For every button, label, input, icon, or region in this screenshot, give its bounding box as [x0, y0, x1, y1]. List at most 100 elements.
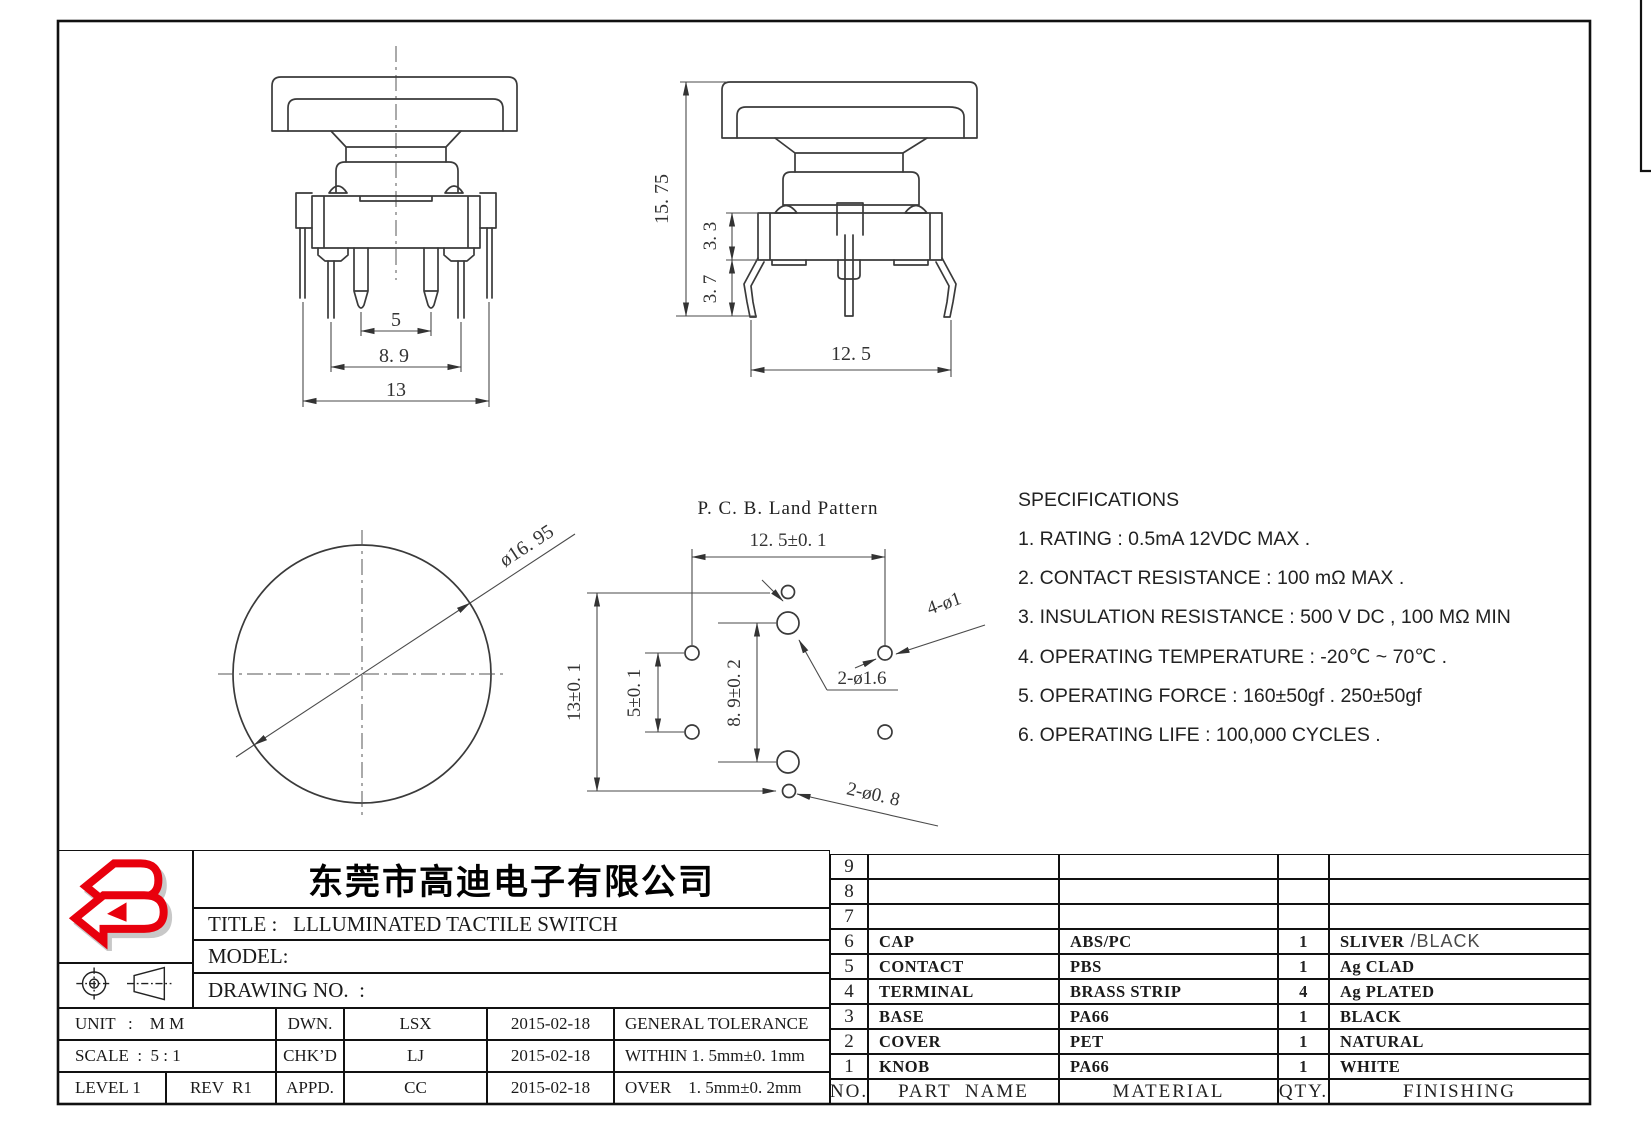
land-dim-width: 12. 5±0. 1 — [750, 530, 827, 551]
part-no: 2 — [830, 1029, 868, 1054]
part-finishing: WHITE — [1329, 1054, 1590, 1079]
header-no: NO. — [830, 1079, 868, 1104]
side-view: 15. 75 3. 3 3. 7 12. 5 — [651, 81, 978, 377]
part-no: 6 — [830, 929, 868, 954]
part-material: PET — [1059, 1029, 1278, 1054]
part-material: ABS/PC — [1059, 929, 1278, 954]
rev-cell: REV R1 — [166, 1072, 276, 1104]
adjacent-sheet-corner — [1639, 0, 1651, 173]
part-material — [1059, 904, 1278, 929]
logo-inner-arrow-icon — [107, 902, 127, 922]
top-view-circle: ø16. 95 — [218, 520, 576, 818]
part-qty: 1 — [1278, 1054, 1329, 1079]
spec-item: 2. CONTACT RESISTANCE : 100 mΩ MAX . — [1018, 567, 1405, 589]
part-name — [868, 904, 1059, 929]
part-no: 5 — [830, 954, 868, 979]
model-row: MODEL: — [193, 940, 830, 973]
spec-item: 4. OPERATING TEMPERATURE : -20℃ ~ 70℃ . — [1018, 646, 1448, 668]
unit-cell: UNIT : M M — [58, 1008, 276, 1040]
spec-item: 6. OPERATING LIFE : 100,000 CYCLES . — [1018, 724, 1381, 746]
land-label-holes-0-8: 2-ø0. 8 — [845, 778, 902, 811]
part-name — [868, 879, 1059, 904]
projection-symbol-cell — [58, 963, 193, 1008]
spec-item: 3. INSULATION RESISTANCE : 500 V DC , 10… — [1018, 606, 1511, 628]
part-finishing — [1329, 879, 1590, 904]
part-no: 8 — [830, 879, 868, 904]
pcb-land-pattern: P. C. B. Land Pattern 12. 5±0. 1 13±0. 1… — [564, 498, 986, 827]
company-name: 东莞市高迪电子有限公司 — [193, 850, 830, 908]
chkd-value: LJ — [344, 1040, 487, 1072]
part-finishing — [1329, 854, 1590, 879]
part-no: 4 — [830, 979, 868, 1004]
info-row-3: LEVEL 1 REV R1 APPD. CC 2015-02-18 OVER … — [58, 1072, 830, 1104]
part-name: CONTACT — [868, 954, 1059, 979]
front-view: 5 8. 9 13 — [271, 46, 518, 407]
land-pattern-holes — [684, 584, 893, 799]
info-row-1: UNIT : M M DWN. LSX 2015-02-18 GENERAL T… — [58, 1008, 830, 1040]
part-finishing: SLIVER /BLACK — [1329, 929, 1590, 954]
part-name: CAP — [868, 929, 1059, 954]
part-name: KNOB — [868, 1054, 1059, 1079]
tolerance-title: GENERAL TOLERANCE — [614, 1008, 830, 1040]
chkd-date: 2015-02-18 — [487, 1040, 614, 1072]
finishing-main: SLIVER — [1340, 931, 1405, 951]
side-dim-height: 15. 75 — [651, 174, 673, 224]
part-material: PA66 — [1059, 1004, 1278, 1029]
appd-date: 2015-02-18 — [487, 1072, 614, 1104]
level-cell: LEVEL 1 — [58, 1072, 166, 1104]
title-row: TITLE : LLLUMINATED TACTILE SWITCH — [193, 908, 830, 940]
part-qty: 1 — [1278, 954, 1329, 979]
part-qty: 1 — [1278, 929, 1329, 954]
spec-item: 1. RATING : 0.5mA 12VDC MAX . — [1018, 528, 1311, 550]
part-material: PBS — [1059, 954, 1278, 979]
sheet-frame — [56, 0, 1651, 1106]
appd-label: APPD. — [276, 1072, 344, 1104]
part-finishing: Ag PLATED — [1329, 979, 1590, 1004]
finishing-main: NATURAL — [1340, 1031, 1424, 1051]
dwn-value: LSX — [344, 1008, 487, 1040]
front-dim-pin-pitch: 5 — [391, 309, 401, 331]
land-label-holes-1-6: 2-ø1.6 — [837, 668, 886, 689]
part-name — [868, 854, 1059, 879]
part-finishing — [1329, 904, 1590, 929]
scale-cell: SCALE : 5 : 1 — [58, 1040, 276, 1072]
dwn-label: DWN. — [276, 1008, 344, 1040]
part-name: TERMINAL — [868, 979, 1059, 1004]
front-dim-width: 13 — [386, 379, 406, 401]
part-qty: 4 — [1278, 979, 1329, 1004]
side-dim-leg: 3. 7 — [700, 275, 721, 304]
header-qty: QTY. — [1278, 1079, 1329, 1104]
header-material: MATERIAL — [1059, 1079, 1278, 1104]
part-name: COVER — [868, 1029, 1059, 1054]
land-dim-span: 8. 9±0. 2 — [724, 659, 745, 726]
tolerance-over: OVER 1. 5mm±0. 2mm — [614, 1072, 830, 1104]
company-logo — [68, 859, 173, 951]
part-finishing: Ag CLAD — [1329, 954, 1590, 979]
header-finishing: FINISHING — [1329, 1079, 1590, 1104]
finishing-main: Ag CLAD — [1340, 956, 1415, 976]
part-material — [1059, 854, 1278, 879]
appd-value: CC — [344, 1072, 487, 1104]
land-label-holes-1: 4-ø1 — [924, 588, 964, 619]
part-finishing: NATURAL — [1329, 1029, 1590, 1054]
part-no: 1 — [830, 1054, 868, 1079]
part-qty: 1 — [1278, 1029, 1329, 1054]
specifications: SPECIFICATIONS 1. RATING : 0.5mA 12VDC M… — [1018, 489, 1603, 763]
top-dim-cap-diameter: ø16. 95 — [496, 520, 558, 571]
spec-item: 5. OPERATING FORCE : 160±50gf . 250±50gf — [1018, 685, 1422, 707]
land-dim-pitch: 5±0. 1 — [624, 669, 645, 717]
finishing-main: Ag PLATED — [1340, 981, 1435, 1001]
part-material: BRASS STRIP — [1059, 979, 1278, 1004]
specs-title: SPECIFICATIONS — [1018, 489, 1180, 511]
finishing-main: WHITE — [1340, 1056, 1401, 1076]
dwn-date: 2015-02-18 — [487, 1008, 614, 1040]
part-no: 3 — [830, 1004, 868, 1029]
land-dim-height: 13±0. 1 — [564, 663, 585, 721]
part-qty — [1278, 904, 1329, 929]
chkd-label: CHK’D — [276, 1040, 344, 1072]
part-qty: 1 — [1278, 1004, 1329, 1029]
finishing-alt: /BLACK — [1404, 931, 1481, 951]
part-material: PA66 — [1059, 1054, 1278, 1079]
part-finishing: BLACK — [1329, 1004, 1590, 1029]
